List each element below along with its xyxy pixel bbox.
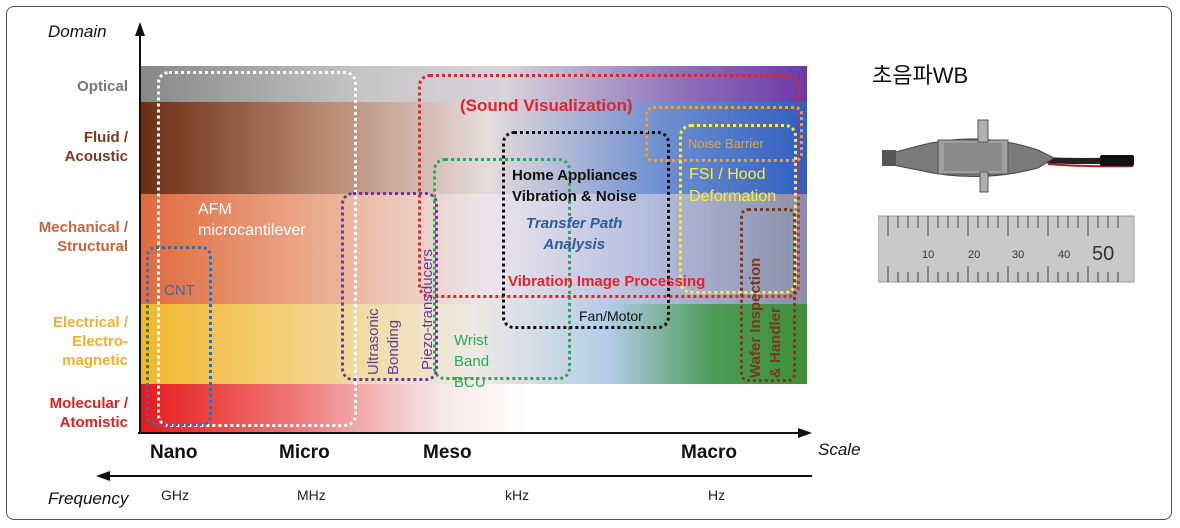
cnt-label: CNT bbox=[164, 282, 195, 299]
wafer-inspection-region-box bbox=[740, 208, 796, 382]
afm-label: AFM microcantilever bbox=[198, 201, 306, 239]
y-axis-arrow bbox=[135, 22, 145, 36]
scale-micro: Micro bbox=[279, 442, 330, 463]
scale-macro: Macro bbox=[681, 442, 737, 463]
domain-label-fluid: Fluid / Acoustic bbox=[64, 129, 128, 165]
frequency-axis-title: Frequency bbox=[48, 489, 129, 508]
ruler-ticks bbox=[887, 216, 1119, 282]
home-appliances-region-box bbox=[502, 131, 670, 329]
noise-barrier-region-box bbox=[645, 106, 803, 162]
vibration-image-processing-label: Vibration Image Processing bbox=[508, 273, 706, 290]
x-axis-title: Scale bbox=[818, 440, 861, 459]
fsi-hood-region-box bbox=[679, 124, 797, 294]
ruler-number-10: 10 bbox=[922, 249, 934, 261]
afm-region-box bbox=[157, 71, 357, 427]
freq-ghz: GHz bbox=[161, 487, 189, 503]
sound-visualization-label: (Sound Visualization) bbox=[460, 96, 633, 115]
sound-visualization-region-box bbox=[418, 74, 800, 298]
band-mechanical-structural bbox=[140, 194, 807, 304]
ultrasonic-region-box bbox=[341, 192, 438, 381]
ruler-number-50: 50 bbox=[1092, 243, 1114, 265]
frequency-axis-arrow bbox=[96, 471, 110, 481]
ruler-number-30: 30 bbox=[1012, 249, 1024, 261]
x-axis-arrow bbox=[798, 428, 812, 438]
band-fluid-acoustic bbox=[140, 102, 807, 194]
piezo-transducers-label: Piezo-transducers bbox=[419, 249, 436, 370]
wafer-inspection-label: Wafer Inspection & Handler bbox=[747, 257, 784, 378]
domain-label-electrical: Electrical / Electro- magnetic bbox=[52, 314, 128, 369]
fsi-hood-label: FSI / Hood Deformation bbox=[689, 166, 777, 205]
photo-title: 초음파WB bbox=[872, 63, 969, 88]
band-electrical bbox=[140, 304, 807, 384]
ruler-number-20: 20 bbox=[968, 249, 980, 261]
scale-meso: Meso bbox=[423, 442, 472, 463]
transfer-path-label: Transfer Path Analysis bbox=[526, 215, 623, 253]
fan-motor-label: Fan/Motor bbox=[579, 308, 643, 324]
transducer-photo: 10 20 30 40 50 bbox=[878, 119, 1135, 283]
wrist-band-label: Wrist Band BCU bbox=[454, 332, 490, 391]
noise-barrier-label: Noise Barrier bbox=[688, 136, 764, 151]
domain-label-mechanical: Mechanical / Structural bbox=[38, 219, 128, 255]
domain-label-molecular: Molecular / Atomistic bbox=[49, 395, 128, 431]
freq-hz: Hz bbox=[708, 487, 726, 503]
domain-label-optical: Optical bbox=[77, 78, 128, 95]
ruler-number-40: 40 bbox=[1058, 249, 1070, 261]
freq-mhz: MHz bbox=[297, 487, 326, 503]
freq-khz: kHz bbox=[505, 487, 530, 503]
ultrasonic-bonding-label: Ultrasonic Bonding bbox=[365, 308, 402, 375]
y-axis-title: Domain bbox=[48, 22, 107, 41]
cnt-region-box bbox=[146, 246, 212, 426]
scale-nano: Nano bbox=[150, 442, 198, 463]
home-appliances-label: Home Appliances Vibration & Noise bbox=[512, 167, 638, 205]
